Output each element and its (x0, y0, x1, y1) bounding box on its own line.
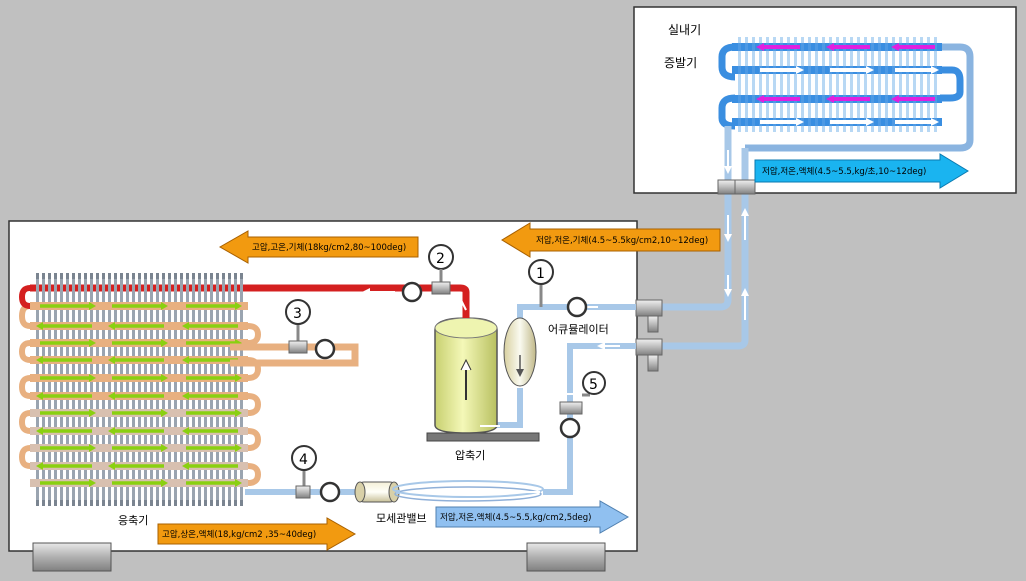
filter-dryer (354, 481, 400, 503)
unit-foot-right (526, 542, 606, 572)
condenser-coil (18, 273, 262, 506)
valve-suction (566, 296, 588, 318)
refrigerant-line-set (660, 126, 756, 350)
label-accumulator: 어큐뮬레이터 (548, 323, 609, 336)
unit-foot-left (32, 542, 112, 572)
gauge-1-number: 1 (536, 266, 545, 282)
arrow-suction: 저압,저온,기체(4.5~5.5kg/cm2,10~12deg) (501, 222, 721, 258)
valve-condenser (314, 338, 336, 360)
label-condenser-out: 고압,상온,액체(18,kg/cm2 ,35~40deg) (162, 529, 316, 540)
label-compressor: 압축기 (455, 449, 485, 462)
arrow-evap-out: 저압,저온,액체(4.5~5.5,kg/초,10~12deg) (754, 153, 969, 189)
label-suction: 저압,저온,기체(4.5~5.5kg/cm2,10~12deg) (536, 235, 708, 246)
label-capillary-valve: 모세관밸브 (376, 512, 427, 525)
valve-capillary (559, 417, 581, 439)
gauge-4: 4 (291, 445, 317, 471)
service-valve-suction (635, 299, 663, 333)
gauge-3: 3 (285, 299, 311, 354)
gauge-2: 2 (428, 244, 454, 295)
arrow-condenser-out: 고압,상온,액체(18,kg/cm2 ,35~40deg) (157, 517, 357, 551)
label-capillary-out: 저압,저온,액체(4.5~5.5,kg/cm2,5deg) (440, 512, 592, 523)
valve-discharge (401, 281, 423, 303)
evaporator-coil (718, 37, 974, 152)
service-valve-liquid (635, 338, 663, 372)
capillary-tube (392, 455, 573, 502)
valve-liquid (319, 481, 341, 503)
label-evaporator: 증발기 (664, 56, 697, 70)
gauge-5: 5 (582, 371, 606, 395)
label-condenser: 응축기 (118, 514, 148, 527)
gauge-5-number: 5 (589, 377, 598, 393)
gauge-3-number: 3 (293, 306, 302, 322)
label-discharge: 고압,고온,기체(18kg/cm2,80~100deg) (252, 242, 406, 253)
gauge-4-number: 4 (299, 452, 308, 468)
gauge-2-number: 2 (436, 251, 445, 267)
arrow-capillary-out: 저압,저온,액체(4.5~5.5,kg/cm2,5deg) (435, 500, 630, 534)
discharge-line (30, 284, 470, 318)
label-evap-out: 저압,저온,액체(4.5~5.5,kg/초,10~12deg) (762, 166, 926, 177)
compressor (426, 317, 540, 442)
label-indoor-unit: 실내기 (668, 23, 701, 37)
gauge-1: 1 (528, 259, 554, 285)
arrow-discharge: 고압,고온,기체(18kg/cm2,80~100deg) (218, 230, 419, 264)
